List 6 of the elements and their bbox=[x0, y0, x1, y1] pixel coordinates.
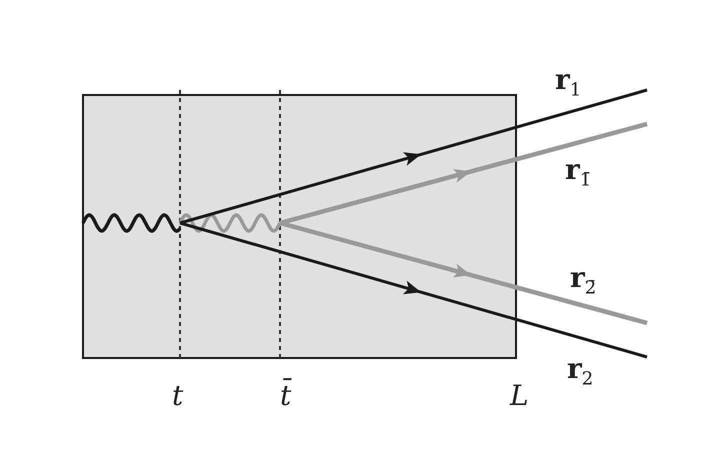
length-label: L bbox=[510, 382, 529, 410]
vector-label: r$_{1̄}$ bbox=[565, 156, 592, 190]
time-label: t bbox=[172, 382, 184, 410]
vector-label: r$_{2}$ bbox=[567, 355, 594, 389]
vector-label: r$_{2̄}$ bbox=[570, 264, 596, 298]
vector-label: r$_{1}$ bbox=[555, 66, 582, 100]
